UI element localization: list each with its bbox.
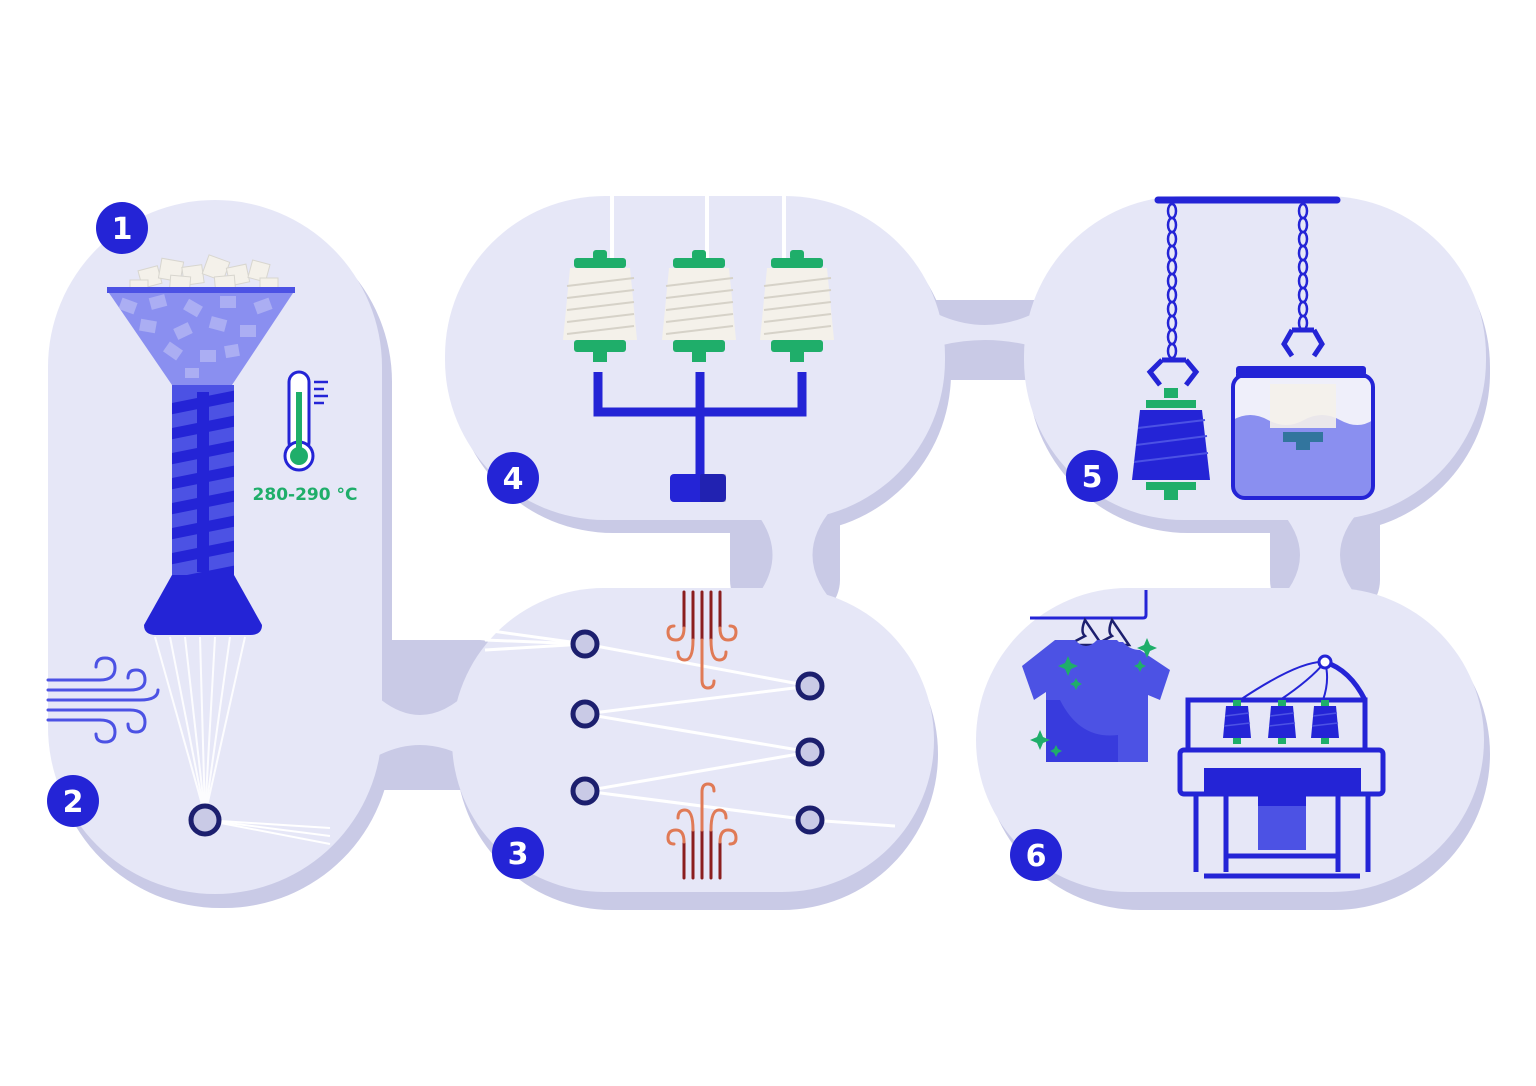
machine-bobbins — [1223, 700, 1339, 744]
mini-bobbin — [1311, 700, 1339, 744]
temperature-label: 280-290 °C — [253, 485, 358, 505]
winding-stand — [593, 196, 807, 502]
heat-wave-icon — [666, 590, 738, 690]
step-badge-circle — [492, 827, 544, 879]
step-badge-circle — [1010, 829, 1062, 881]
spinneret — [144, 575, 262, 635]
claw — [1281, 327, 1325, 358]
roller — [570, 699, 600, 729]
step-badge-4: 4 — [487, 452, 539, 504]
dye-vat — [1231, 366, 1375, 500]
hopper — [107, 290, 295, 385]
step-badge-5: 5 — [1066, 450, 1118, 502]
step-number: 1 — [112, 212, 133, 247]
connector-right — [1270, 500, 1370, 610]
draw-rollers — [570, 629, 825, 835]
bobbins — [563, 250, 834, 362]
step-badge-circle — [1066, 450, 1118, 502]
draw-yarn — [484, 628, 896, 828]
step-badge-circle — [96, 202, 148, 254]
mini-bobbin — [1223, 700, 1251, 744]
step-badge-circle — [47, 775, 99, 827]
chain-left — [1166, 202, 1178, 360]
step-badge-3: 3 — [492, 827, 544, 879]
yarn-out — [204, 819, 331, 845]
connector-mid — [745, 500, 840, 610]
thermometer-icon — [283, 370, 328, 472]
roller — [795, 671, 825, 701]
step-number: 5 — [1082, 460, 1103, 495]
step-badge-6: 6 — [1010, 829, 1062, 881]
chain-right — [1297, 202, 1309, 332]
guide-roller — [188, 803, 222, 837]
dyed-bobbin — [1132, 388, 1210, 500]
step-number: 2 — [63, 785, 84, 820]
step-number: 3 — [508, 837, 529, 872]
mini-bobbin — [1268, 700, 1296, 744]
step-badge-1: 1 — [96, 202, 148, 254]
claw — [1146, 357, 1200, 387]
wind-icon — [46, 656, 160, 744]
step-number: 4 — [503, 462, 524, 497]
roller — [795, 737, 825, 767]
yarn-bobbin — [563, 250, 637, 362]
step-number: 6 — [1026, 839, 1047, 874]
extruder — [107, 254, 331, 845]
drawing-section — [484, 590, 896, 880]
connector-top — [900, 290, 1070, 360]
step-badge-2: 2 — [47, 775, 99, 827]
yarn-bobbin — [760, 250, 834, 362]
roller — [570, 776, 600, 806]
heat-wave-icon — [666, 782, 738, 880]
yarn-bobbin — [662, 250, 736, 362]
garments — [1022, 590, 1170, 762]
roller — [570, 629, 600, 659]
knitting-machine-icon — [1177, 654, 1386, 879]
roller — [795, 805, 825, 835]
filaments — [154, 636, 246, 816]
dyeing-rig — [1132, 196, 1375, 500]
sparkle-icon — [1030, 638, 1157, 757]
step-badges: 1 2 3 4 5 6 — [47, 202, 1118, 881]
step-badge-circle — [487, 452, 539, 504]
